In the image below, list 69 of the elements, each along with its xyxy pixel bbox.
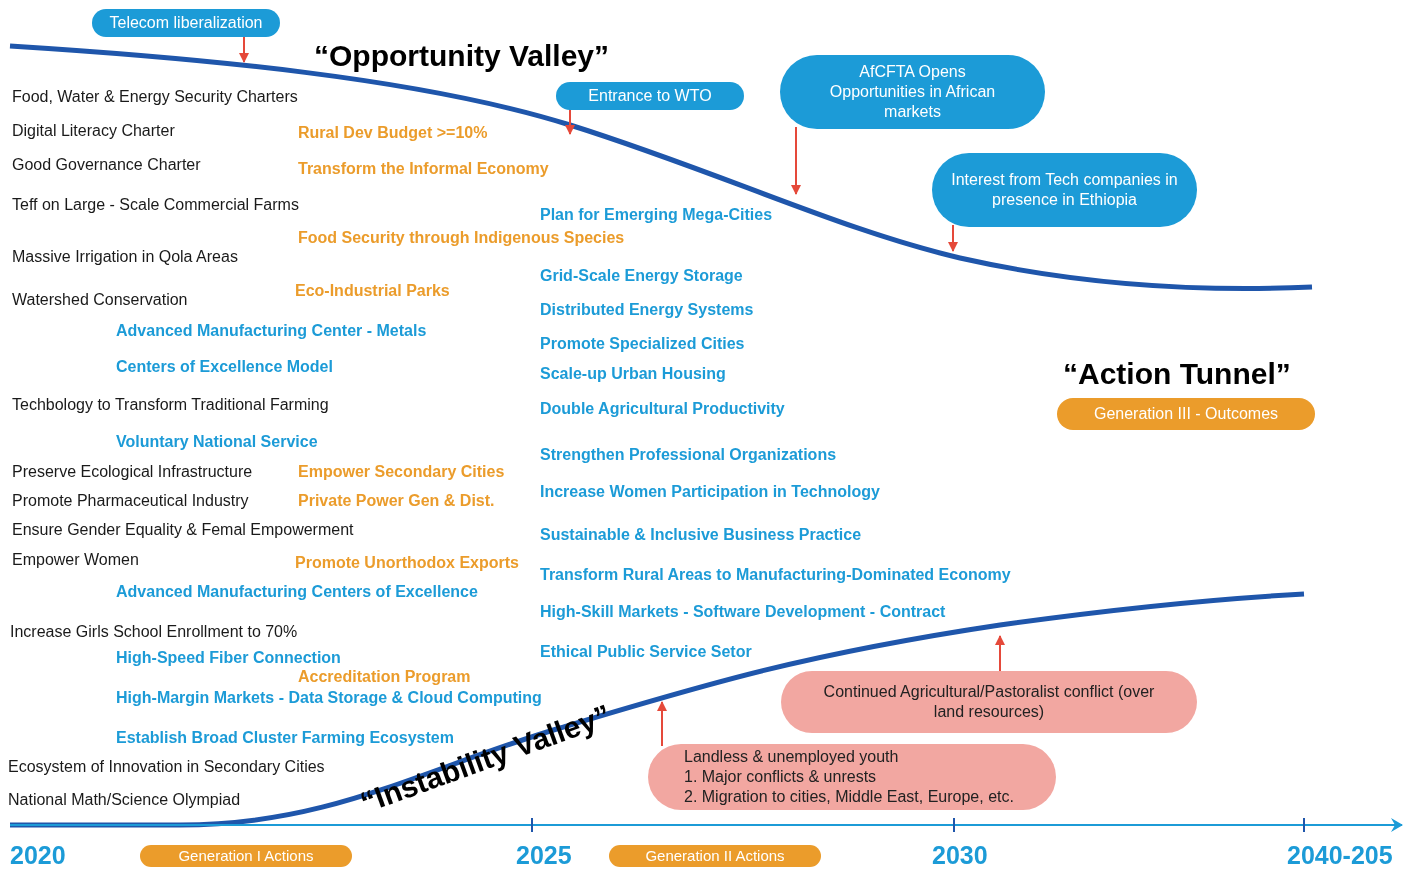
initiative-label: Advanced Manufacturing Center - Metals [116, 321, 427, 341]
initiative-label: Grid-Scale Energy Storage [540, 266, 743, 286]
callout-text: Generation II Actions [645, 846, 785, 866]
charter-label: Empower Women [12, 550, 139, 570]
callout-bubble [556, 82, 744, 110]
action-label: Promote Unorthodox Exports [295, 553, 519, 573]
charter-label: Increase Girls School Enrollment to 70% [10, 622, 298, 642]
charter-label: Ensure Gender Equality & Femal Empowerment [12, 520, 354, 540]
initiative-label: High-Speed Fiber Connection [116, 648, 341, 668]
callout-text: 2. Migration to cities, Middle East, Europe, etc. [684, 787, 1014, 807]
charter-label: Food, Water & Energy Security Charters [12, 87, 298, 107]
initiative-label: High-Margin Markets - Data Storage & Cloud Computing [116, 688, 542, 706]
callout-text: 1. Major conflicts & unrests [684, 767, 877, 787]
initiative-label: Voluntary National Service [116, 432, 318, 452]
initiative-label: Ethical Public Service Setor [540, 642, 752, 662]
initiative-label: Advanced Manufacturing Centers of Excellence [116, 582, 478, 602]
year-label: 2040-205 [1287, 840, 1393, 869]
callout-text: AfCFTA Opens Opportunities in African markets [828, 62, 997, 122]
initiative-label: Double Agricultural Productivity [540, 399, 785, 419]
callout-text: Continued Agricultural/Pastoralist conflict (over land resources) [822, 682, 1156, 722]
initiative-label: Establish Broad Cluster Farming Ecosystem [116, 728, 454, 746]
charter-label: Watershed Conservation [12, 290, 188, 310]
action-label: Food Security through Indigenous Species [298, 228, 625, 248]
action-label: Private Power Gen & Dist. [298, 491, 495, 511]
callout-text: Landless & unemployed youth [684, 747, 899, 767]
arrow [565, 107, 575, 135]
year-label: 2020 [10, 840, 66, 869]
action-label: Eco-Industrial Parks [295, 281, 450, 301]
section-title: “Action Tunnel” [1063, 356, 1291, 392]
charter-label: Massive Irrigation in Qola Areas [12, 247, 238, 267]
arrow [948, 224, 958, 252]
action-label: Empower Secondary Cities [298, 462, 505, 482]
initiative-label: Promote Specialized Cities [540, 334, 745, 354]
initiative-label: Centers of Excellence Model [116, 357, 333, 377]
year-label: 2025 [516, 840, 572, 869]
callout-text: Generation III - Outcomes [1093, 404, 1279, 424]
charter-label: Promote Pharmaceutical Industry [12, 491, 249, 511]
charter-label: Digital Literacy Charter [12, 121, 175, 141]
action-label: Rural Dev Budget >=10% [298, 123, 488, 143]
arrow [995, 635, 1005, 674]
charter-label: National Math/Science Olympiad [8, 790, 241, 810]
callout-text: Interest from Tech companies in presence in Ethiopia [950, 170, 1179, 210]
action-label: Transform the Informal Economy [298, 159, 549, 179]
initiative-label: Distributed Energy Systems [540, 300, 754, 320]
callout-bubble [140, 845, 352, 867]
section-title: “Opportunity Valley” [314, 38, 610, 74]
arrow [239, 34, 249, 63]
initiative-label: Transform Rural Areas to Manufacturing-Dominated Economy [540, 565, 1011, 585]
charter-label: Preserve Ecological Infrastructure [12, 462, 253, 482]
callout-bubble [609, 845, 821, 867]
charter-label: Good Governance Charter [12, 155, 201, 175]
callout-bubble [92, 9, 280, 37]
callout-bubble [1057, 398, 1315, 430]
callout-text: Telecom liberalization [109, 13, 263, 33]
arrow [657, 701, 667, 747]
initiative-label: Strengthen Professional Organizations [540, 445, 837, 465]
initiative-label: Plan for Emerging Mega-Cities [540, 205, 773, 225]
charter-label: Techbology to Transform Traditional Farming [12, 395, 329, 415]
arrow [791, 126, 801, 195]
callout-text: Generation I Actions [178, 846, 314, 866]
charter-label: Teff on Large - Scale Commercial Farms [12, 195, 299, 215]
initiative-label: Scale-up Urban Housing [540, 364, 726, 384]
action-label: Accreditation Program [298, 667, 471, 687]
initiative-label: Increase Women Participation in Technology [540, 482, 880, 502]
year-label: 2030 [932, 840, 988, 869]
callout-text: Entrance to WTO [588, 86, 712, 106]
initiative-label: High-Skill Markets - Software Development - Contract [540, 602, 946, 622]
charter-label: Ecosystem of Innovation in Secondary Cities [8, 757, 325, 777]
initiative-label: Sustainable & Inclusive Business Practice [540, 525, 862, 545]
